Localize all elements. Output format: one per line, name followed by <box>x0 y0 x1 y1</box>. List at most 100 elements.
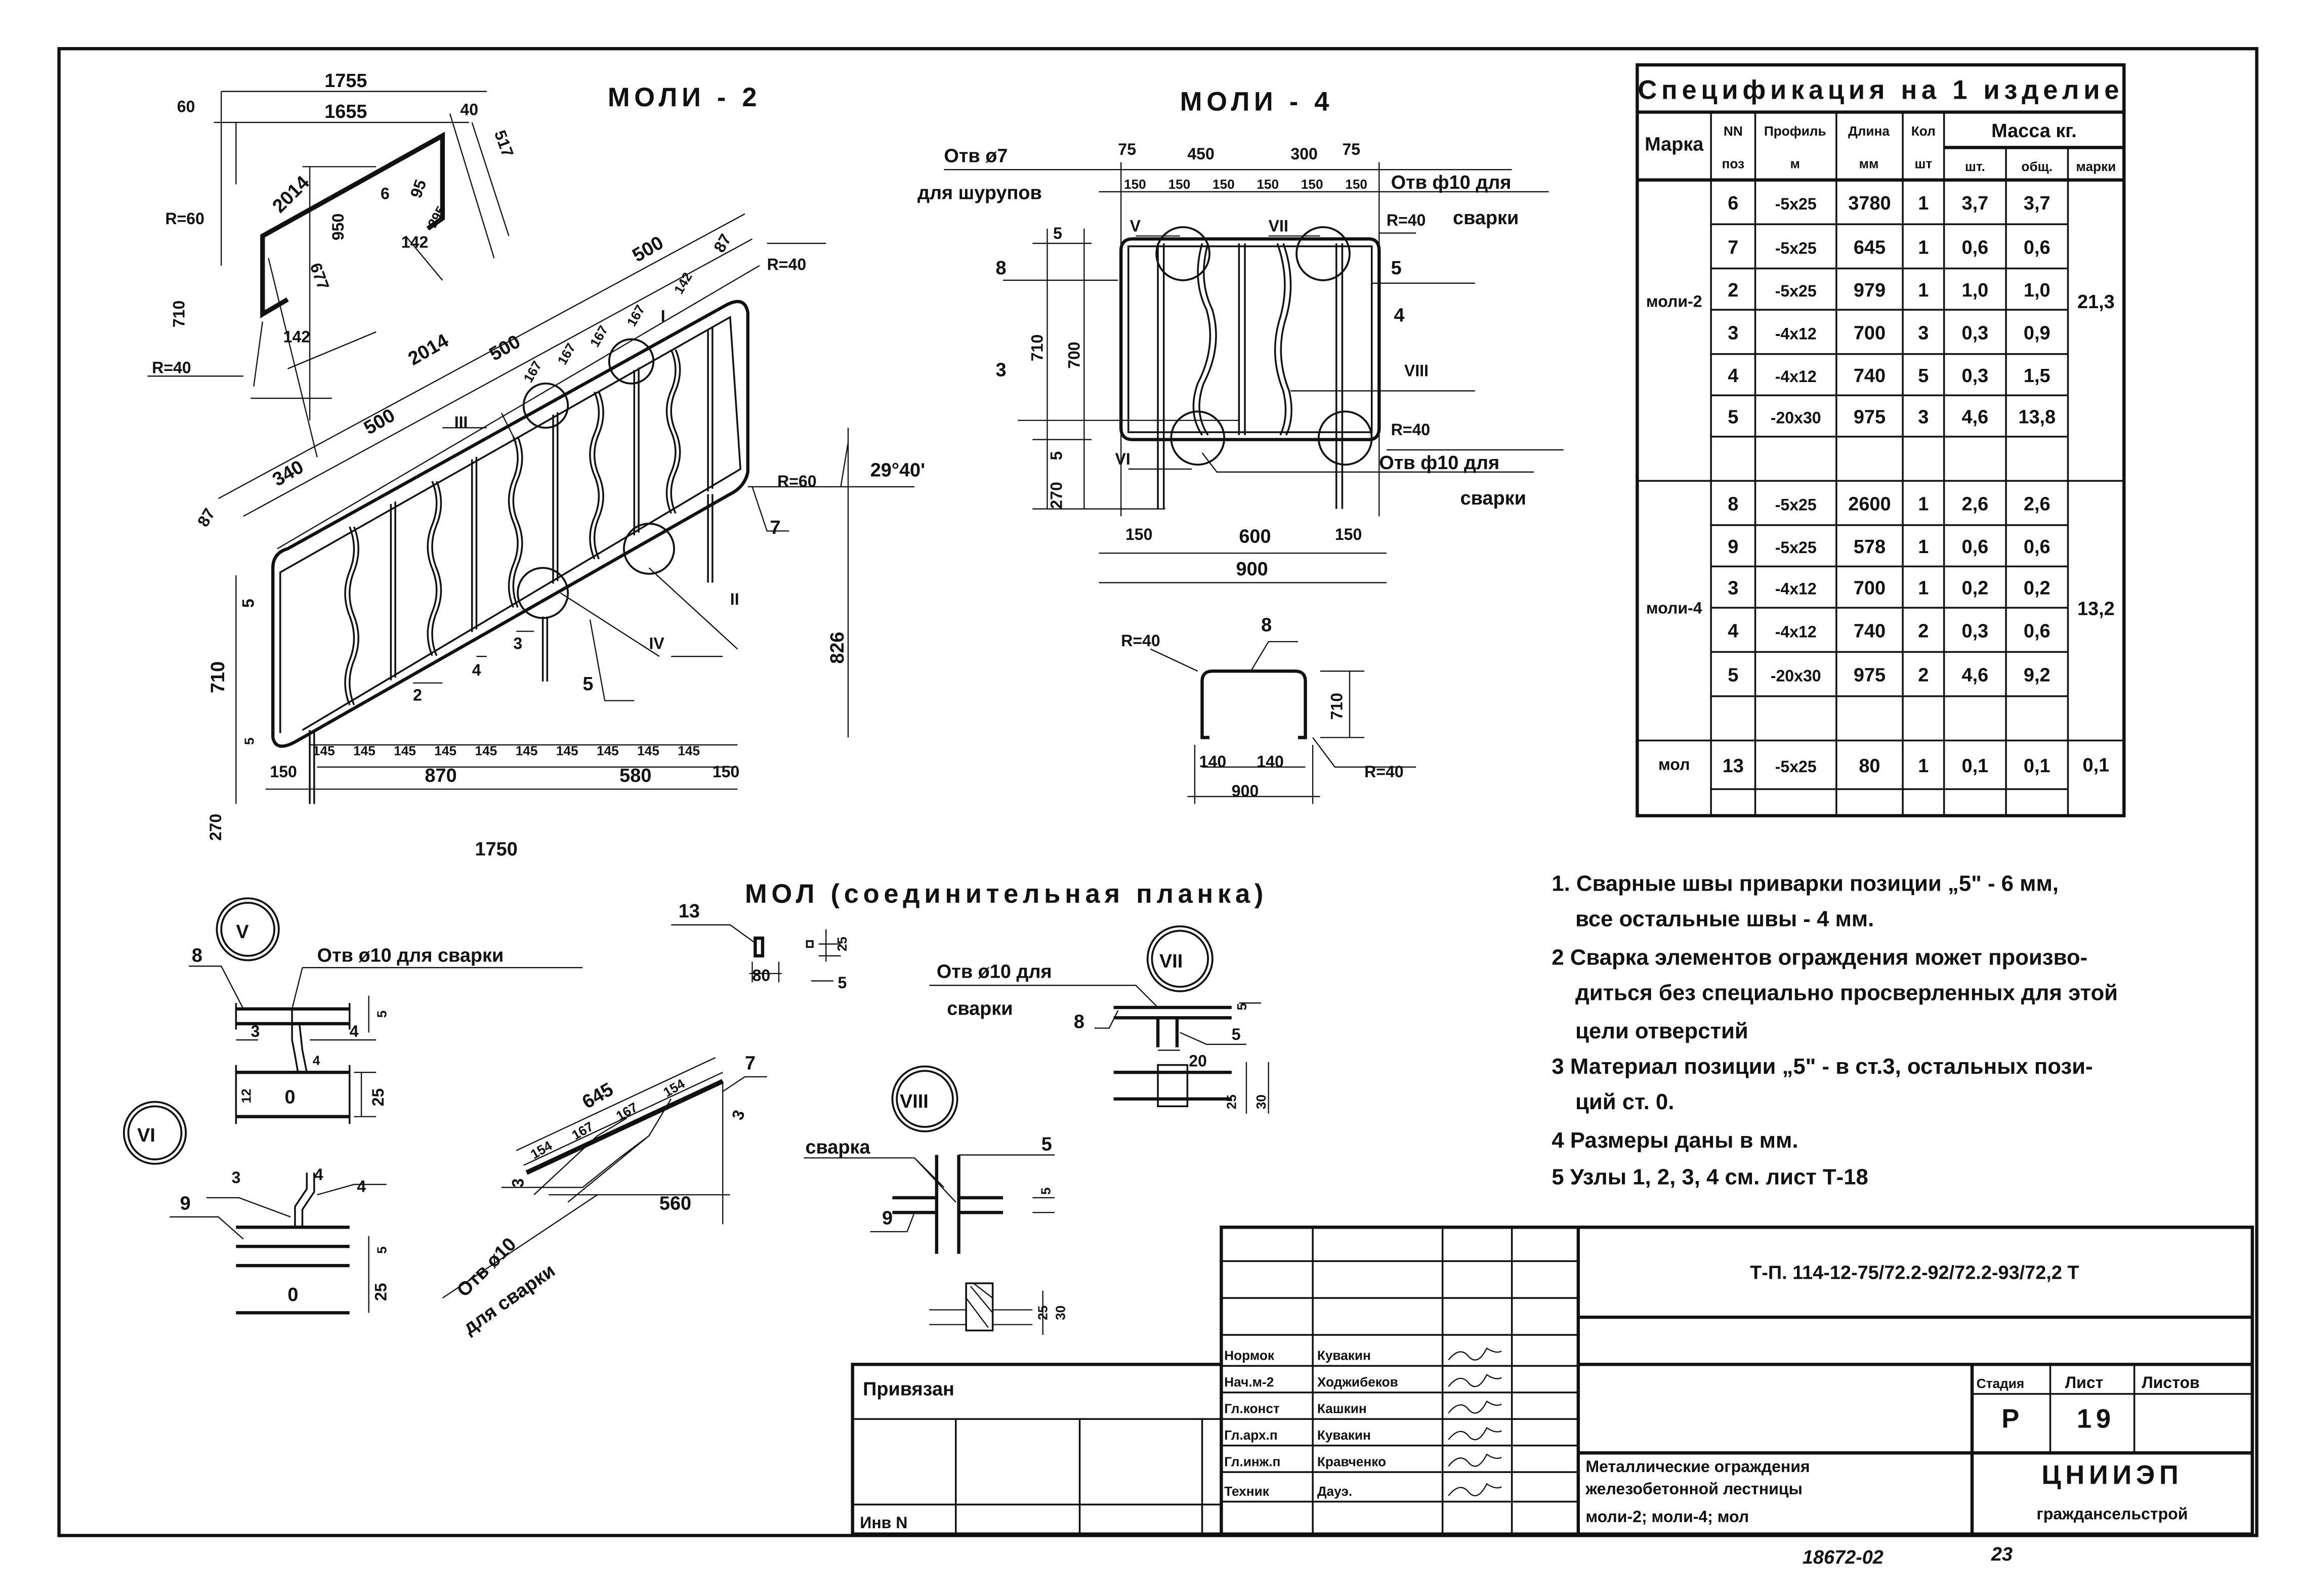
dim: 167 <box>569 1119 596 1143</box>
radius-label: R=40 <box>152 358 191 376</box>
spec-cell-profile: -20x30 <box>1771 409 1821 427</box>
note-line: цели отверстий <box>1575 1019 1748 1043</box>
wavy-baluster <box>589 391 600 560</box>
spec-cell-unit: 0,6 <box>1962 536 1989 558</box>
spec-cell-pos: 5 <box>1728 665 1738 686</box>
dim: 560 <box>659 1193 691 1214</box>
detail-v: V Отв ø10 для сварки 8 3 4 4 5 12 25 0 <box>189 897 583 1124</box>
note-line: 2 Сварка элементов ограждения может прои… <box>1552 945 2087 970</box>
spec-mark-mass: 0,1 <box>2083 755 2110 776</box>
spec-mark-mass: 21,3 <box>2077 291 2115 313</box>
dim: 710 <box>1327 693 1346 720</box>
page-number: 23 <box>1991 1544 2013 1565</box>
detail-mark: V <box>236 921 248 943</box>
approval-name: Кравченко <box>1317 1454 1386 1469</box>
doc-code: Т-П. 114-12-75/72.2-92/72.2-93/72,2 Т <box>1750 1262 2079 1283</box>
spec-cell-total: 0,9 <box>2024 322 2051 344</box>
spec-cell-pos: 2 <box>1728 280 1738 301</box>
note-line: 3 Материал позиции „5" - в ст.3, остальн… <box>1552 1054 2093 1079</box>
pos-3: 3 <box>232 1168 241 1187</box>
dim: 30 <box>1253 1095 1269 1109</box>
dim: 6 <box>381 185 390 203</box>
spec-cell-unit: 1,0 <box>1962 280 1989 301</box>
signature <box>1448 1400 1502 1414</box>
dim: 1655 <box>324 101 367 122</box>
spec-cell-total: 1,0 <box>2024 280 2051 301</box>
moli2-profile: 1755 1655 60 40 517 2014 950 6 95 677 14… <box>147 70 517 457</box>
spec-cell-length: 645 <box>1854 237 1886 258</box>
radius-label: R=40 <box>767 255 807 273</box>
spec-cell-qty: 1 <box>1918 494 1929 515</box>
hole-label: для шурупов <box>917 183 1042 204</box>
hole-label: Отв ø10 для <box>937 961 1052 983</box>
wavy-baluster <box>508 436 519 608</box>
dim: 270 <box>206 814 225 841</box>
spec-header: м <box>1790 156 1800 171</box>
spec-header: Марка <box>1645 134 1704 155</box>
org-name: ЦНИИЭП <box>2041 1460 2183 1490</box>
spec-cell-profile: -4x12 <box>1775 324 1817 343</box>
spec-header: Масса кг. <box>1991 120 2077 142</box>
dim: 677 <box>307 261 333 292</box>
dim: 645 <box>579 1079 617 1113</box>
dim: 150 <box>270 763 297 781</box>
spec-header: шт. <box>1965 159 1985 174</box>
spec-cell-pos: 3 <box>1728 322 1738 344</box>
spec-mark: мол <box>1658 755 1690 774</box>
dim: 150 <box>1301 177 1323 192</box>
dim: 340 <box>269 456 307 491</box>
spec-cell-profile: -5x25 <box>1775 239 1817 257</box>
spec-header: поз <box>1722 156 1745 171</box>
wavy-baluster <box>665 349 677 514</box>
inv-label: Инв N <box>860 1514 907 1532</box>
note-line: диться без специально просверленных для … <box>1575 980 2118 1005</box>
note-line: все остальные швы - 4 мм. <box>1575 907 1874 932</box>
dim: 142 <box>283 327 310 346</box>
spec-cell-length: 578 <box>1854 536 1886 558</box>
spec-cell-total: 0,6 <box>2024 620 2051 642</box>
dim: 300 <box>1290 145 1317 163</box>
moli2-railing <box>271 300 749 804</box>
approval-name: Кашкин <box>1317 1401 1367 1416</box>
spacing-dim: 145 <box>516 743 538 758</box>
pos-9: 9 <box>882 1207 893 1229</box>
pos-4: 4 <box>472 661 481 679</box>
spec-cell-length: 3780 <box>1848 193 1891 214</box>
dim: 5 <box>374 1246 390 1254</box>
spec-cell-qty: 3 <box>1918 322 1929 344</box>
spec-cell-unit: 4,6 <box>1962 407 1989 428</box>
dim: 25 <box>834 937 850 951</box>
spec-cell-pos: 7 <box>1728 237 1738 258</box>
spec-cell-profile: -4x12 <box>1775 367 1817 386</box>
pos-9: 9 <box>180 1193 191 1214</box>
spec-cell-unit: 2,6 <box>1962 494 1989 515</box>
section-8: 8 R=40 710 140 140 900 R=40 <box>1121 615 1416 804</box>
dim: 150 <box>1257 177 1279 192</box>
spacing-dim: 145 <box>394 743 416 758</box>
spacing-dim: 145 <box>556 743 578 758</box>
dim: 3 <box>509 1179 527 1188</box>
dim: 95 <box>406 177 430 200</box>
spec-mark: моли-2 <box>1646 292 1702 310</box>
pos-5: 5 <box>1391 258 1402 279</box>
spec-cell-qty: 1 <box>1918 578 1929 599</box>
dim: 710 <box>207 661 229 693</box>
dim: 3 <box>728 1108 748 1122</box>
spec-cell-profile: -4x12 <box>1775 622 1817 641</box>
dim: 75 <box>1118 140 1136 158</box>
pos-4: 4 <box>350 1022 359 1040</box>
hole-label: Отв ф10 для <box>1391 172 1512 193</box>
mol-drawing: МОЛ (соединительная планка) 13 80 25 5 <box>671 879 1263 992</box>
radius-label: R=60 <box>165 209 204 228</box>
spec-cell-pos: 9 <box>1728 536 1738 558</box>
approval-name: Кувакин <box>1317 1348 1371 1363</box>
spacing-dim: 145 <box>313 743 335 758</box>
spacing-dim: 145 <box>475 743 497 758</box>
note-line: 5 Узлы 1, 2, 3, 4 см. лист Т-18 <box>1552 1165 1868 1190</box>
pos-8: 8 <box>1074 1012 1084 1033</box>
spec-cell-qty: 1 <box>1918 280 1929 301</box>
pos-5: 5 <box>582 674 593 695</box>
callout-VII: VII <box>1269 217 1288 235</box>
weld-size: 4 <box>313 1053 320 1068</box>
